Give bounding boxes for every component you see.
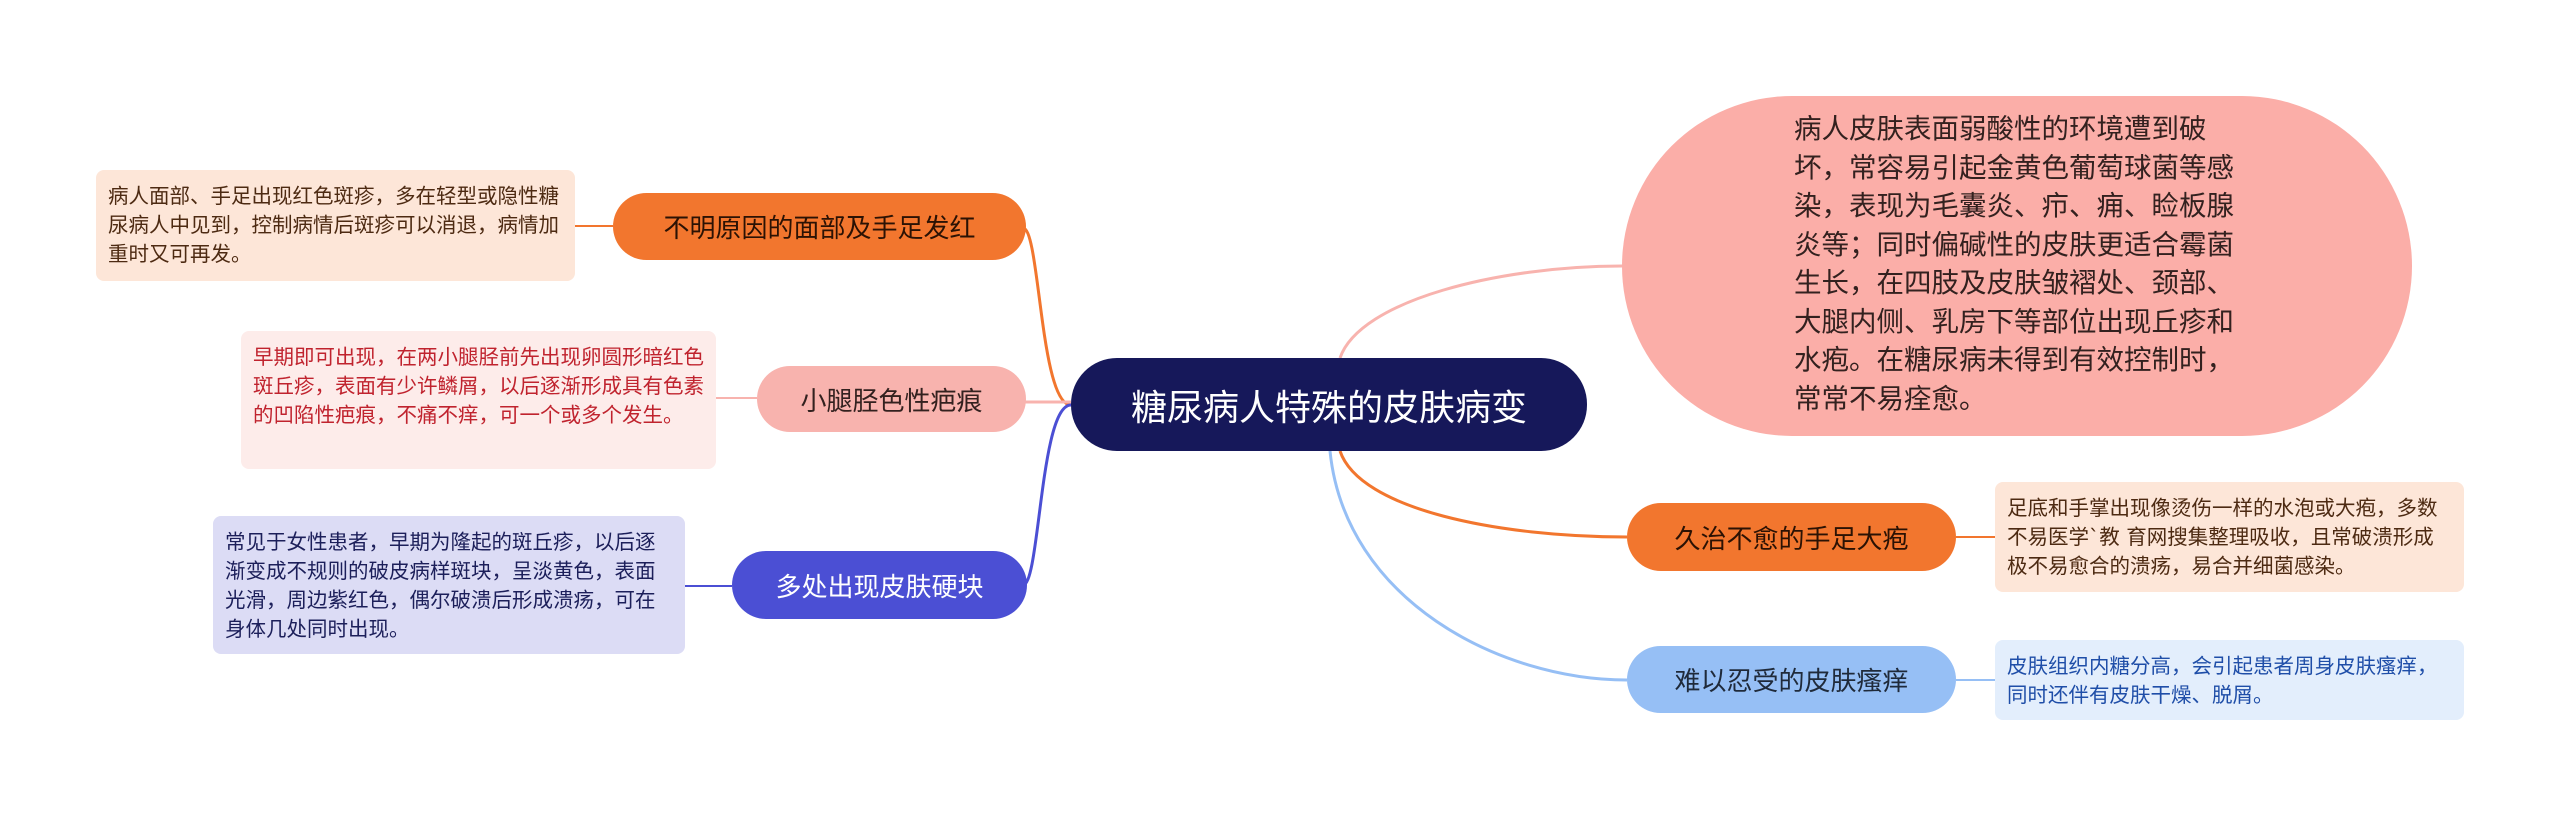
detail-persistent-bullae: 足底和手掌出现像烫伤一样的水泡或大疱，多数不易医学`教 育网搜集整理吸收，且常破…	[1995, 482, 2464, 592]
branch-skin-infection[interactable]: 病人皮肤表面弱酸性的环境遭到破坏，常容易引起金黄色葡萄球菌等感染，表现为毛囊炎、…	[1622, 96, 2412, 436]
branch-skin-infection-text: 病人皮肤表面弱酸性的环境遭到破坏，常容易引起金黄色葡萄球菌等感染，表现为毛囊炎、…	[1794, 113, 2234, 415]
connector-center-to-branch-6	[1328, 450, 1628, 682]
branch-label: 小腿胫色性疤痕	[800, 386, 983, 417]
detail-facial-hand-foot-redness: 病人面部、手足出现红色斑疹，多在轻型或隐性糖尿病人中见到，控制病情后斑疹可以消退…	[96, 170, 575, 281]
detail-shin-pigmented-scar: 早期即可出现，在两小腿胫前先出现卵圆形暗红色斑丘疹，表面有少许鳞屑，以后逐渐形成…	[241, 331, 716, 469]
branch-shin-pigmented-scar[interactable]: 小腿胫色性疤痕	[757, 366, 1026, 432]
connector-center-to-bubble	[1338, 264, 1623, 359]
central-topic-label: 糖尿病人特殊的皮肤病变	[1130, 387, 1527, 429]
branch-skin-hard-lumps[interactable]: 多处出现皮肤硬块	[732, 551, 1027, 619]
branch-label: 多处出现皮肤硬块	[775, 572, 984, 603]
branch-facial-hand-foot-redness[interactable]: 不明原因的面部及手足发红	[613, 193, 1026, 260]
detail-skin-hard-lumps: 常见于女性患者，早期为隆起的斑丘疹，以后逐渐变成不规则的破皮病样斑块，呈淡黄色，…	[213, 516, 685, 654]
connector-center-to-branch-5	[1338, 450, 1628, 539]
branch-label: 难以忍受的皮肤瘙痒	[1674, 667, 1909, 697]
connector-center-to-branch-3	[1022, 403, 1072, 587]
branch-label: 不明原因的面部及手足发红	[663, 214, 976, 244]
central-topic[interactable]: 糖尿病人特殊的皮肤病变	[1071, 358, 1587, 451]
connector-center-to-branch-1	[1022, 226, 1072, 407]
branch-label: 久治不愈的手足大疱	[1674, 524, 1909, 555]
detail-skin-itching: 皮肤组织内糖分高，会引起患者周身皮肤瘙痒，同时还伴有皮肤干燥、脱屑。	[1995, 640, 2464, 720]
branch-skin-itching[interactable]: 难以忍受的皮肤瘙痒	[1627, 646, 1956, 713]
branch-persistent-bullae[interactable]: 久治不愈的手足大疱	[1627, 503, 1956, 571]
